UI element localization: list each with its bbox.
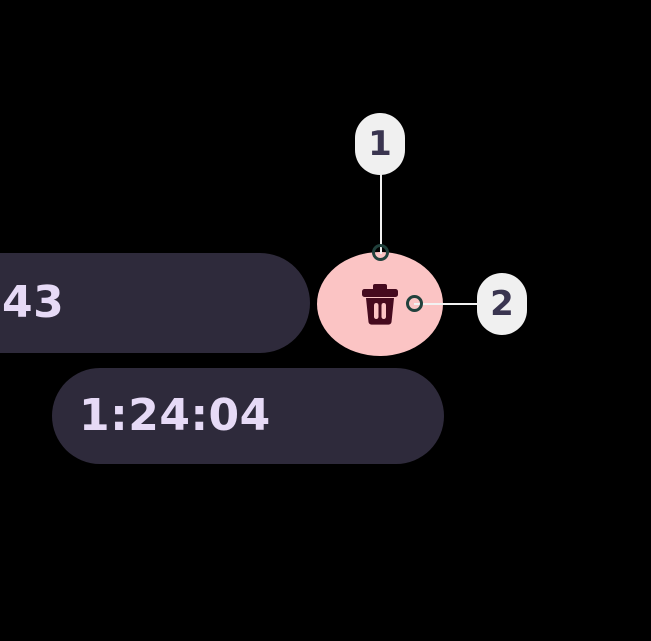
duration-chip-label: 1:24:04 [79, 390, 271, 441]
callout-1-connector [380, 172, 382, 254]
callout-badge-1-number: 1 [368, 124, 392, 164]
trash-icon [360, 282, 400, 326]
callout-badge-1[interactable]: 1 [355, 113, 405, 175]
count-chip-label: 43 [2, 277, 65, 328]
callout-2-anchor-point [406, 295, 423, 312]
callout-2-connector [414, 303, 486, 305]
count-chip[interactable]: 43 [0, 253, 310, 353]
duration-chip[interactable]: 1:24:04 [52, 368, 444, 464]
callout-1-anchor-point [372, 244, 389, 261]
callout-badge-2[interactable]: 2 [477, 273, 527, 335]
callout-badge-2-number: 2 [490, 284, 514, 324]
